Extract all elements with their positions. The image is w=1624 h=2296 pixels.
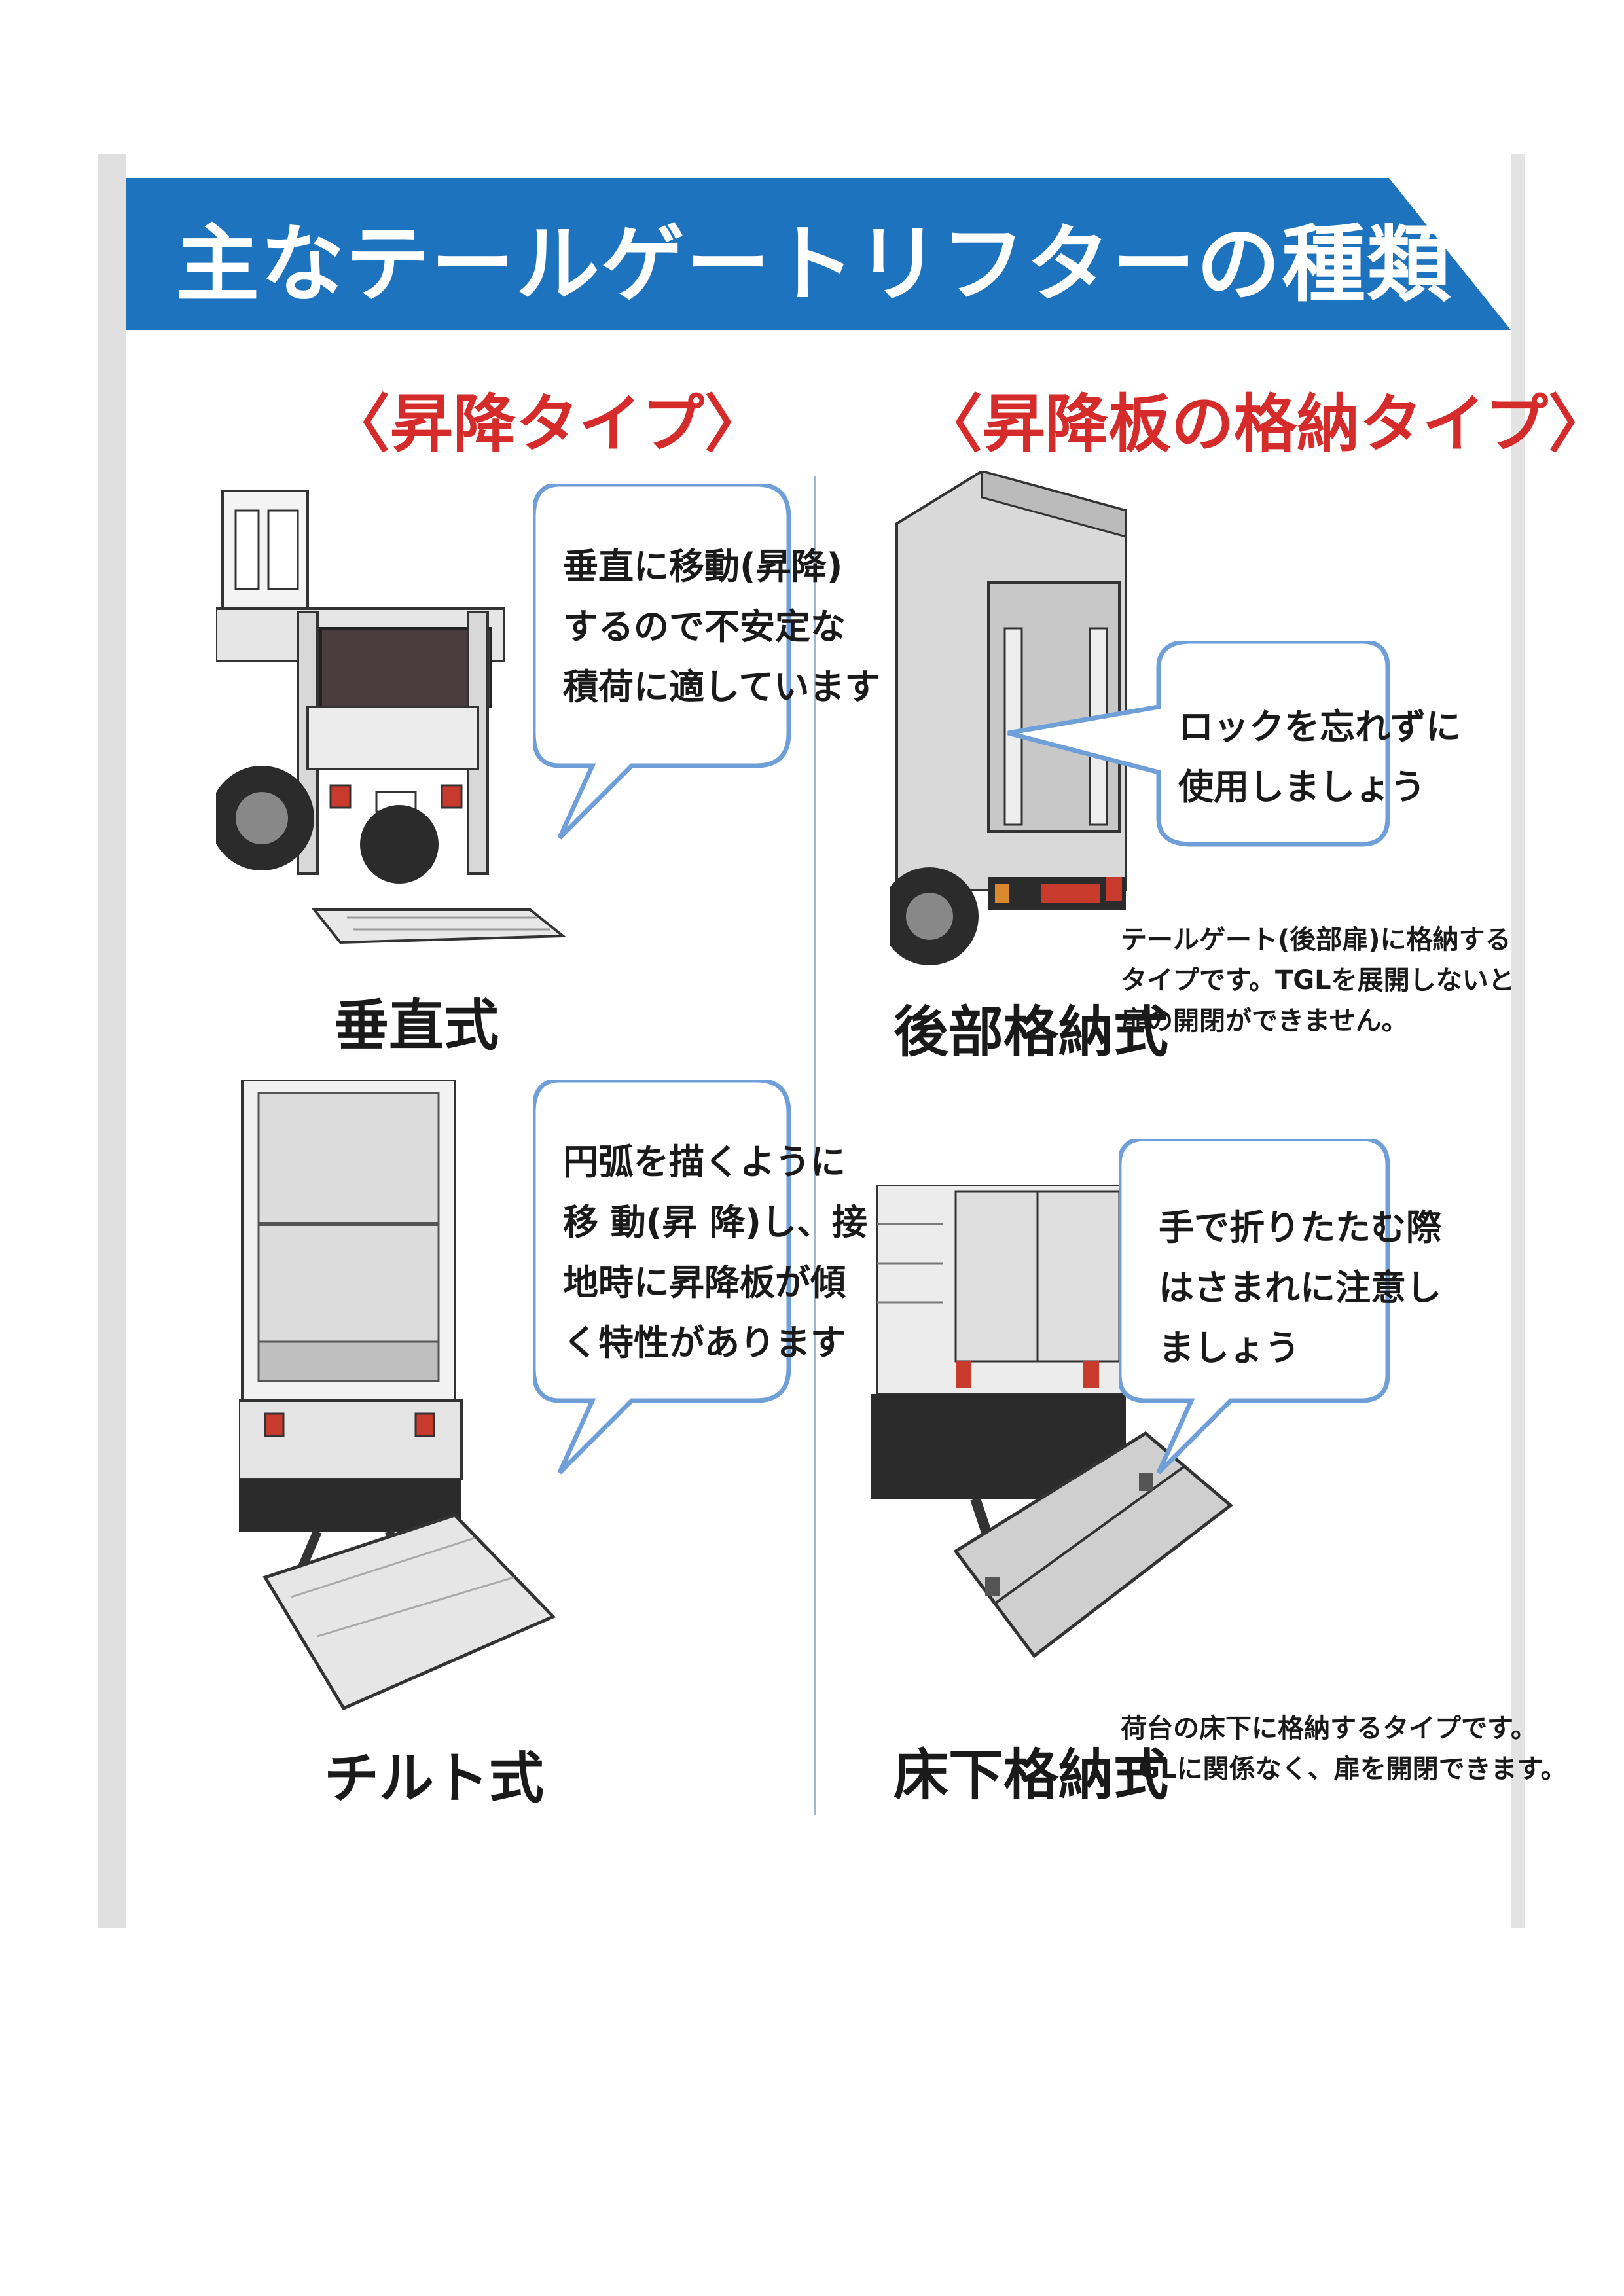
vertical-lift-truck-illustration: [216, 490, 567, 944]
tilt-lift-truck-illustration: [239, 1080, 556, 1711]
frame-right-bar: [1511, 154, 1525, 1928]
speech-bubble-rear-storage: [1007, 641, 1390, 847]
column-divider: [814, 476, 816, 1815]
note-underfloor: 荷台の床下に格納するタイプです。 TGLに関係なく、扉を開閉できます。: [1121, 1713, 1567, 1784]
page-title: 主なテールゲートリフターの種類: [175, 216, 1453, 314]
frame-left-bar: [98, 154, 126, 1928]
caption-rear-storage: 後部格納式: [893, 1000, 1169, 1064]
bubble-text-rear-storage: ロックを忘れずに 使用しましょう: [1178, 706, 1461, 808]
storage-type-heading: 〈昇降板の格納タイプ〉: [920, 387, 1611, 461]
bubble-text-tilt: 円弧を描くように 移 動(昇 降)し、接 地時に昇降板が傾 く特性があります: [563, 1141, 867, 1363]
underfloor-storage-truck-illustration: [871, 1185, 1233, 1659]
title-banner: [126, 178, 1511, 330]
caption-tilt: チルト式: [324, 1746, 545, 1810]
rear-storage-truck-illustration: [890, 471, 1127, 965]
speech-bubble-underfloor: [1119, 1139, 1390, 1475]
speech-bubble-vertical: [533, 484, 791, 840]
note-rear-storage: テールゲート(後部扉)に格納する タイプです。TGLを展開しないと 扉の開閉がで…: [1121, 925, 1515, 1036]
lift-type-heading: 〈昇降タイプ〉: [327, 387, 767, 461]
caption-vertical: 垂直式: [334, 994, 499, 1058]
caption-underfloor: 床下格納式: [893, 1743, 1169, 1807]
speech-bubble-tilt: [533, 1080, 791, 1475]
bubble-text-vertical: 垂直に移動(昇降) するので不安定な 積荷に適しています: [563, 546, 880, 708]
bubble-text-underfloor: 手で折りたたむ際 はさまれに注意し ましょう: [1159, 1207, 1441, 1369]
